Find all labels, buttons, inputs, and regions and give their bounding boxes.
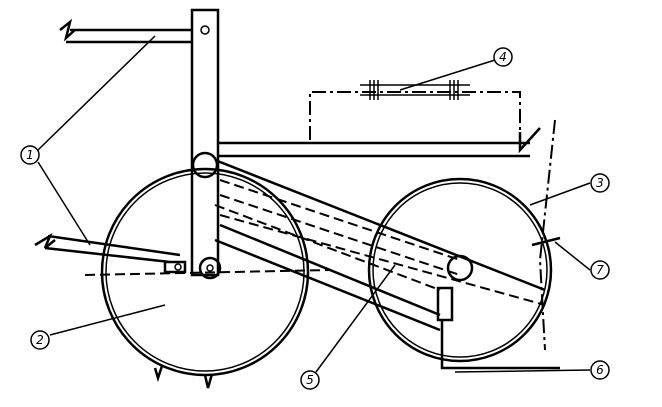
lower-arm [34,232,187,274]
lower-arm-pin [174,263,182,271]
svg-text:1: 1 [26,148,34,162]
label-6: 6 [590,360,610,380]
svg-text:6: 6 [596,363,604,377]
label-4: 4 [493,47,513,67]
spring-element [360,80,470,100]
label-3: 3 [590,173,610,193]
svg-text:5: 5 [306,373,314,387]
right-wheel [367,177,553,363]
wheel-axle-left [198,256,222,280]
axle-center [206,264,214,272]
upper-pivot [191,151,219,179]
label-7: 7 [590,260,610,280]
pin-7 [531,236,561,247]
wheel-spikes [153,365,214,389]
horizontal-beam [218,127,541,158]
upper-arm [59,18,192,44]
label-2: 2 [30,330,50,350]
svg-text:4: 4 [499,50,507,64]
leader-lines [37,35,591,373]
label-1: 1 [20,145,40,165]
rod-6 [440,320,560,370]
right-guide-line [538,119,556,351]
left-wheel-inner-rim [105,172,305,372]
label-5: 5 [300,370,320,390]
svg-text:7: 7 [596,263,604,277]
bracket-block [436,286,454,322]
dashed-housing [309,91,521,140]
right-wheel-inner-rim [372,182,548,358]
svg-text:2: 2 [36,333,44,347]
post-top-pivot [200,25,210,35]
svg-text:3: 3 [596,176,604,190]
right-wheel-hub [446,254,474,282]
vertical-post [190,8,220,277]
slanted-frame-dashed [214,179,546,306]
